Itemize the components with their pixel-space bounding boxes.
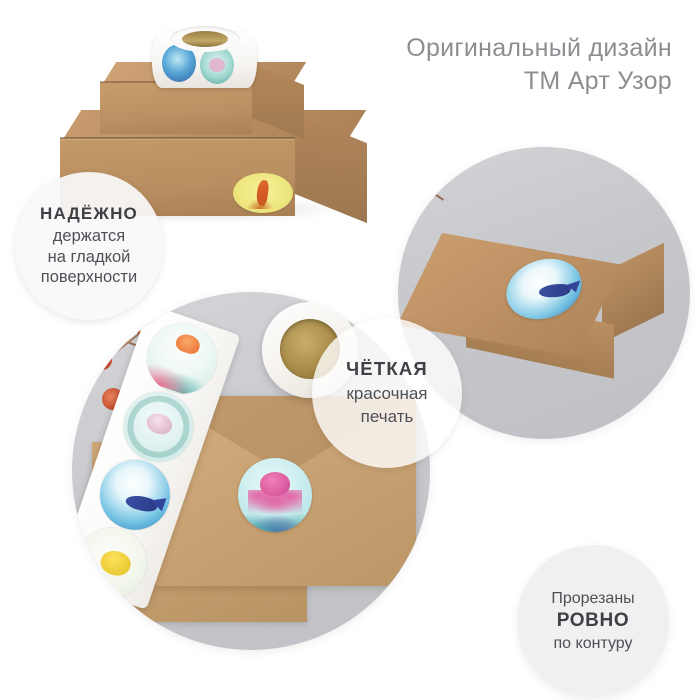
badge-line-post: по контуру [553, 634, 633, 652]
dried-flower [398, 197, 413, 214]
whale-sticker [90, 450, 180, 540]
badge-line-1: красочная [346, 384, 428, 404]
badge-cut-precision: Прорезаны РОВНО по контуру [517, 545, 669, 697]
badge-print-quality: ЧЁТКАЯ красочная печать [312, 318, 462, 468]
badge-emphasis: НАДЁЖНО [40, 203, 138, 223]
box-front-face [100, 82, 252, 134]
badge-line-1: держатся [52, 226, 126, 245]
box-lid-line [60, 137, 295, 139]
headline-line-1: Оригинальный дизайн [406, 34, 672, 62]
badge-reliable: НАДЁЖНО держатся на гладкой поверхности [15, 172, 163, 320]
sticker-roll [152, 24, 257, 90]
small-kraft-box [100, 62, 307, 140]
badge-emphasis: РОВНО [556, 610, 630, 632]
sticker-roll [262, 302, 358, 398]
roll-core [182, 31, 228, 47]
dried-flower [92, 350, 112, 370]
badge-line-3: поверхности [40, 268, 138, 287]
whale-body [537, 283, 572, 298]
jellyfish-sticker [137, 314, 227, 404]
box-side-face [295, 114, 367, 224]
octopus-sticker [238, 458, 312, 532]
dried-flower [414, 155, 436, 177]
fish-sticker [200, 46, 234, 84]
badge-emphasis: ЧЁТКАЯ [346, 358, 428, 380]
badge-line-2: печать [360, 406, 414, 426]
badge-line-2: на гладкой [47, 247, 131, 266]
badge-line-pre: Прорезаны [551, 589, 635, 607]
headline-line-2: ТМ Арт Узор [523, 67, 672, 95]
seahorse-sticker [233, 173, 293, 213]
photo-roll-on-envelopes [72, 292, 430, 650]
kraft-box [398, 233, 664, 383]
page-title: Оригинальный дизайн ТМ Арт Узор [406, 32, 672, 98]
yellow-fish-sticker [72, 518, 157, 608]
photo-stacked-boxes [0, 0, 370, 250]
octopus-head [260, 472, 290, 496]
